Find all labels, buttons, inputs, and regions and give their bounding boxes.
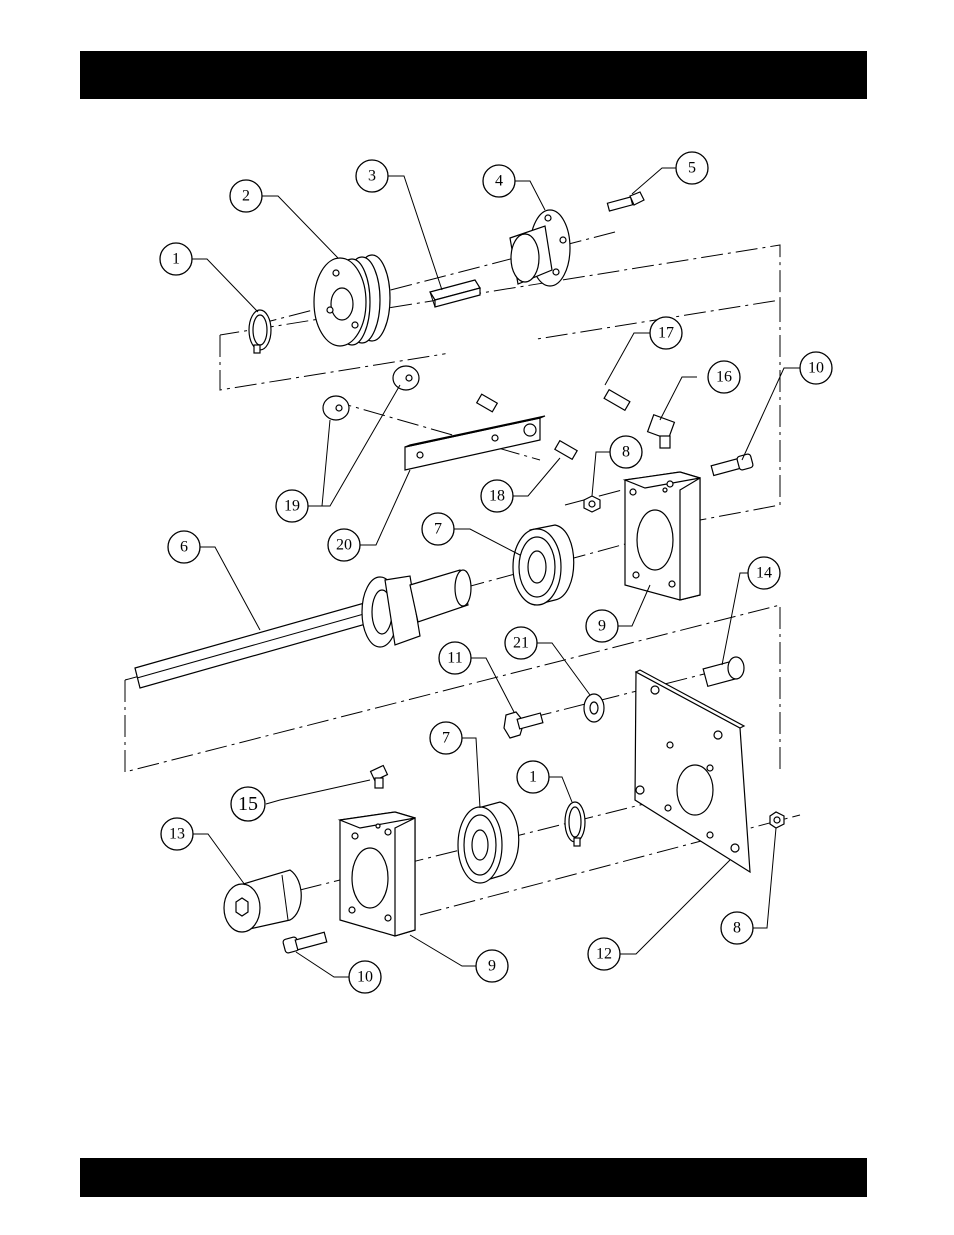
callout-7-upper: 7	[422, 513, 454, 545]
bearing-block-upper	[625, 472, 700, 600]
bearing-block-lower	[340, 812, 415, 936]
mounting-plate	[635, 670, 750, 872]
callout-3: 3	[356, 160, 388, 192]
svg-text:16: 16	[716, 369, 732, 386]
svg-text:10: 10	[808, 360, 824, 377]
standoff	[703, 657, 744, 686]
shaft-collar	[224, 870, 301, 932]
grease-fitting-upper	[555, 441, 577, 460]
svg-text:15: 15	[238, 793, 258, 815]
callout-17: 17	[650, 317, 682, 349]
hex-nut-lower	[770, 812, 784, 828]
svg-text:12: 12	[596, 946, 612, 963]
footer-bar	[80, 1158, 867, 1197]
svg-text:6: 6	[180, 539, 188, 556]
callout-10-upper: 10	[800, 352, 832, 384]
grease-fitting-lower	[371, 766, 388, 788]
svg-text:1: 1	[529, 769, 537, 786]
svg-text:8: 8	[622, 444, 630, 461]
callout-15: 15	[231, 787, 265, 821]
svg-text:3: 3	[368, 168, 376, 185]
drive-shaft	[135, 570, 471, 688]
svg-text:11: 11	[447, 650, 462, 667]
callout-14: 14	[748, 557, 780, 589]
callout-10-lower: 10	[349, 961, 381, 993]
retaining-ring-lower	[565, 802, 585, 846]
callout-11: 11	[439, 642, 471, 674]
callout-18: 18	[481, 480, 513, 512]
flat-washer	[584, 694, 604, 722]
svg-text:7: 7	[442, 730, 450, 747]
callout-6: 6	[168, 531, 200, 563]
cap-screw-lower	[282, 932, 326, 953]
bearing-upper	[513, 525, 574, 605]
svg-text:8: 8	[733, 920, 741, 937]
hex-bolt	[504, 712, 543, 738]
svg-text:9: 9	[598, 618, 606, 635]
svg-text:18: 18	[489, 488, 505, 505]
callout-20: 20	[328, 529, 360, 561]
svg-text:2: 2	[242, 188, 250, 205]
callout-8-upper: 8	[610, 436, 642, 468]
svg-text:9: 9	[488, 958, 496, 975]
svg-text:7: 7	[434, 521, 442, 538]
set-screw	[607, 192, 644, 211]
svg-text:1: 1	[172, 251, 180, 268]
callout-4: 4	[483, 165, 515, 197]
callout-12: 12	[588, 938, 620, 970]
callout-21: 21	[505, 627, 537, 659]
pulley	[314, 255, 390, 346]
callout-2: 2	[230, 180, 262, 212]
svg-text:19: 19	[284, 498, 300, 515]
callout-16: 16	[708, 361, 740, 393]
svg-text:10: 10	[357, 969, 373, 986]
svg-text:21: 21	[513, 635, 529, 652]
callout-1-lower: 1	[517, 761, 549, 793]
callout-9-upper: 9	[586, 610, 618, 642]
svg-text:17: 17	[658, 325, 674, 342]
bearing-lower	[458, 802, 519, 883]
svg-text:13: 13	[169, 826, 185, 843]
svg-text:14: 14	[756, 565, 772, 582]
mounting-bar	[405, 416, 545, 470]
callout-5: 5	[676, 152, 708, 184]
callout-19: 19	[276, 490, 308, 522]
callout-7-lower: 7	[430, 722, 462, 754]
svg-text:20: 20	[336, 537, 352, 554]
hex-nut-upper	[584, 496, 600, 512]
grease-hose	[450, 336, 630, 412]
retaining-ring-upper	[249, 310, 271, 353]
callout-1: 1	[160, 243, 192, 275]
svg-text:4: 4	[495, 173, 503, 190]
callout-13: 13	[161, 818, 193, 850]
cap-screw-upper	[711, 453, 753, 475]
taper-bushing	[510, 210, 570, 286]
callout-8-lower: 8	[721, 912, 753, 944]
key	[430, 280, 480, 307]
svg-text:5: 5	[688, 160, 696, 177]
elbow-fitting	[648, 415, 675, 448]
callout-9-lower: 9	[476, 950, 508, 982]
